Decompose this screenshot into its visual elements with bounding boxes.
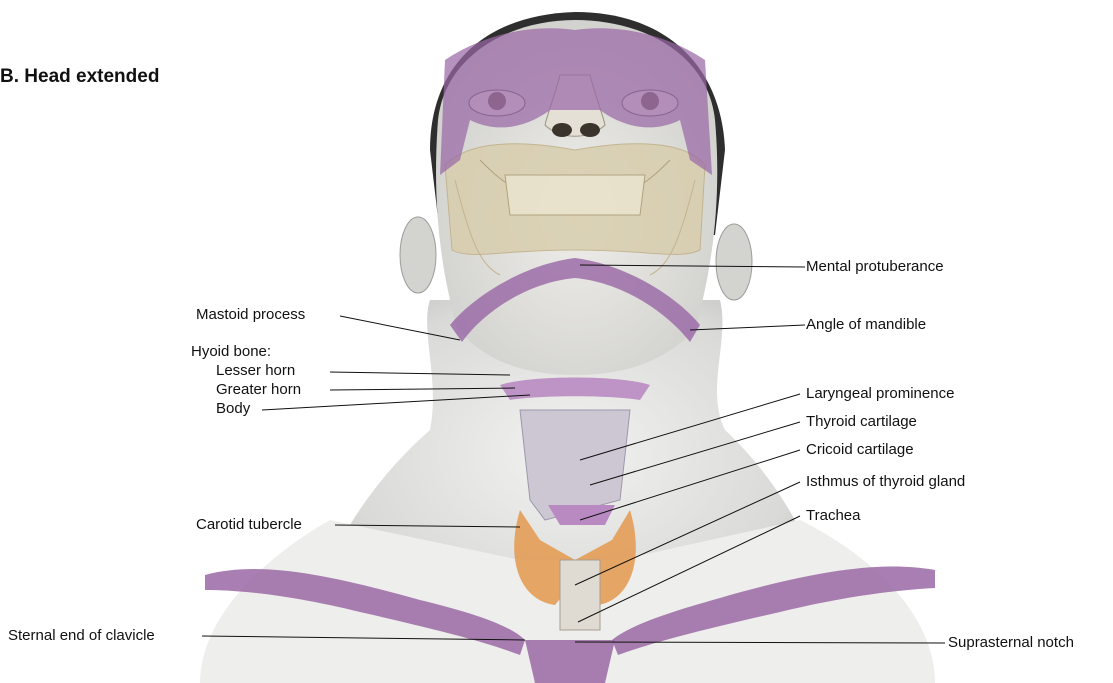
label-carotid-tubercle: Carotid tubercle <box>196 516 302 534</box>
label-mental-protuberance: Mental protuberance <box>806 258 944 276</box>
trachea <box>560 560 600 630</box>
label-lesser-horn: Lesser horn <box>216 362 295 380</box>
label-laryngeal-prominence: Laryngeal prominence <box>806 385 954 403</box>
label-trachea: Trachea <box>806 507 860 525</box>
label-angle-of-mandible: Angle of mandible <box>806 316 926 334</box>
left-ear <box>400 217 436 293</box>
label-body: Body <box>216 400 250 418</box>
label-mastoid-process: Mastoid process <box>196 306 305 324</box>
label-cricoid-cartilage: Cricoid cartilage <box>806 441 914 459</box>
label-greater-horn: Greater horn <box>216 381 301 399</box>
label-isthmus-of-thyroid-gland: Isthmus of thyroid gland <box>806 473 965 491</box>
right-ear <box>716 224 752 300</box>
figure-title: B. Head extended <box>0 66 159 88</box>
left-nostril <box>552 123 572 137</box>
label-hyoid-bone: Hyoid bone: <box>191 343 271 361</box>
manubrium <box>525 640 615 683</box>
label-suprasternal-notch: Suprasternal notch <box>948 634 1074 652</box>
label-thyroid-cartilage: Thyroid cartilage <box>806 413 917 431</box>
label-sternal-end-of-clavicle: Sternal end of clavicle <box>8 627 155 645</box>
right-nostril <box>580 123 600 137</box>
